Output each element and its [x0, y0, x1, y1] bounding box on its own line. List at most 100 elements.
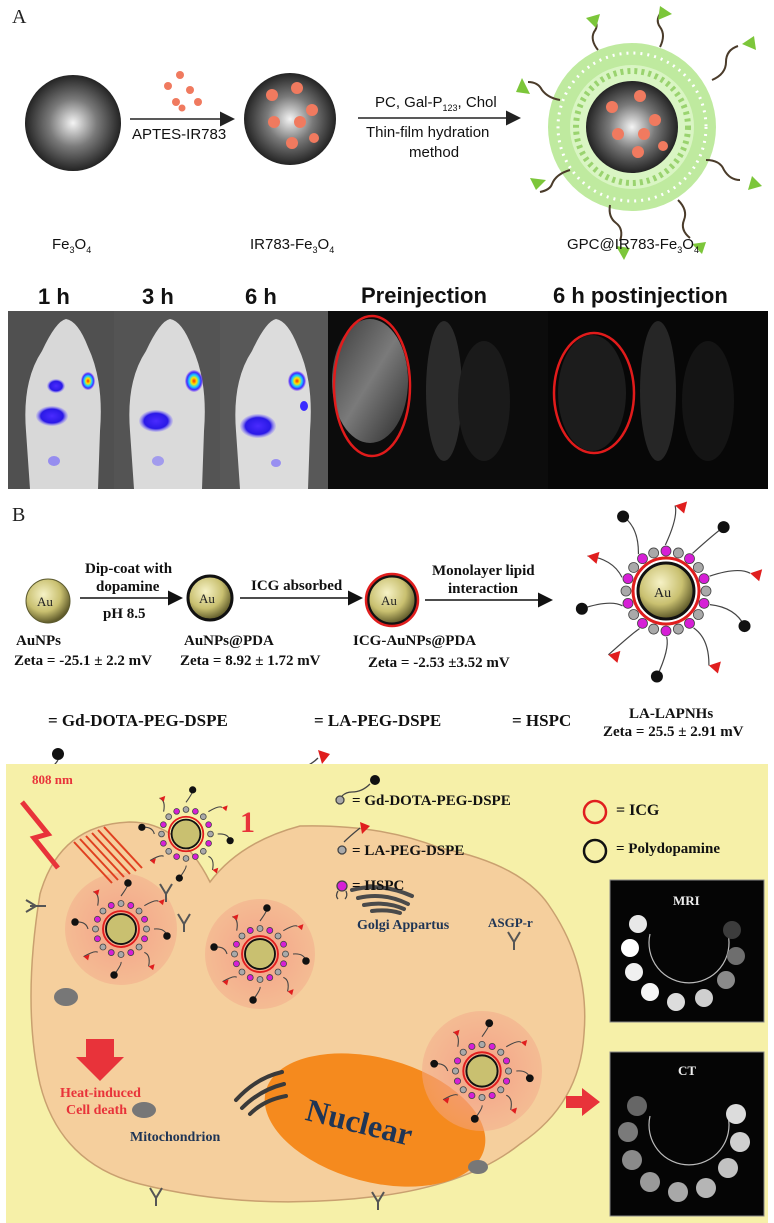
panel-b-letter: B — [12, 504, 26, 526]
mri-panel-post — [548, 311, 768, 489]
mri-inset-label: MRI — [673, 893, 700, 908]
au-label-2: Au — [199, 591, 215, 606]
particle-internal-2 — [210, 904, 310, 1004]
scene-leg-gd-text: Gd-DOTA-PEG-DSPE — [364, 793, 511, 809]
label-ir-s1: 3 — [312, 245, 318, 255]
step1-bottom: pH 8.5 — [103, 606, 146, 622]
tumor-circle-post — [552, 331, 636, 455]
output-arrow — [566, 1088, 600, 1116]
golgi-label: Golgi Appartus — [357, 918, 450, 933]
la-lapnh-particle: Au — [575, 501, 763, 683]
mri-panel-pre — [328, 311, 548, 489]
tumor-circle-pre — [332, 314, 412, 458]
mri-pre-label: Preinjection — [361, 283, 487, 308]
np2-zeta: Zeta = 8.92 ± 1.72 mV — [180, 653, 321, 669]
imaging-strip — [8, 311, 768, 489]
np1-name: AuNPs — [16, 633, 62, 649]
arrow2-reagent-top: PC, Gal-P123, Chol — [375, 94, 497, 113]
np2-name: AuNPs@PDA — [184, 633, 274, 649]
asgp-receptors — [25, 883, 521, 1210]
scene-legend-hspc-icon — [335, 880, 348, 900]
mito-label: Mitochondrion — [130, 1130, 221, 1145]
mito-3 — [468, 1160, 488, 1174]
laser-bolt — [20, 800, 60, 870]
label-fe3o4-b: O — [74, 236, 87, 253]
label-fe3o4: Fe3O4 — [52, 236, 91, 255]
time-label-3h: 3 h — [142, 284, 174, 309]
au-label-3: Au — [381, 593, 397, 608]
step1-top1: Dip-coat with — [85, 561, 173, 577]
label-gpc: GPC@IR783-Fe3O4 — [567, 236, 699, 255]
mito-1 — [54, 988, 78, 1006]
mouse-panel-6h — [220, 311, 328, 489]
scene-leg-la: = LA-PEG-DSPE — [352, 843, 465, 859]
np3-zeta: Zeta = -2.53 ±3.52 mV — [368, 655, 510, 671]
label-fe3o4-s2: 4 — [86, 245, 92, 255]
step3-top1: Monolayer lipid — [432, 563, 535, 579]
np4-zeta: Zeta = 25.5 ± 2.91 mV — [603, 724, 744, 740]
legend-la-icon — [297, 750, 330, 768]
particle-outside — [138, 786, 234, 882]
heat-arrow — [76, 1039, 124, 1081]
mri-post-label: 6 h postinjection — [553, 283, 728, 308]
icg-legend-ring — [582, 799, 608, 825]
golgi — [350, 885, 414, 915]
golgi-small — [234, 1070, 288, 1116]
label-ir-a: IR783-Fe — [250, 236, 313, 253]
label-ir-s2: 4 — [329, 245, 335, 255]
panel-a-letter: A — [12, 6, 27, 28]
arrow2-reagent-top-a: PC, Gal-P — [375, 94, 443, 111]
scene-leg-gd: = Gd-DOTA-PEG-DSPE — [352, 793, 511, 809]
time-label-1h: 1 h — [38, 284, 70, 309]
np1-zeta: Zeta = -25.1 ± 2.2 mV — [14, 653, 153, 669]
scene-leg-hspc: = HSPC — [352, 878, 405, 894]
legend-gd-text: = Gd-DOTA-PEG-DSPE — [48, 711, 228, 730]
label-gpc-s2: 4 — [693, 245, 699, 255]
laser-label: 808 nm — [32, 772, 73, 787]
step1-top2: dopamine — [96, 579, 160, 595]
pda-legend-ring — [582, 838, 608, 864]
label-ir783-fe3o4: IR783-Fe3O4 — [250, 236, 334, 255]
scene-legend-la-icon — [337, 822, 370, 855]
step3-top2: interaction — [448, 581, 518, 597]
scene-legend-gd-icon — [335, 775, 380, 805]
arrow2-reagent-bottom-1: Thin-film hydration — [366, 124, 490, 141]
laser-beams — [73, 826, 143, 884]
arrow2-reagent-top-b: , Chol — [457, 94, 497, 111]
arrow1-reagent: APTES-IR783 — [132, 126, 227, 143]
scene-leg-pda: = Polydopamine — [616, 841, 720, 857]
panel-b-scheme: Au Au Au Au — [25, 501, 763, 768]
ct-inset — [609, 1051, 765, 1217]
scene-leg-la-text: LA-PEG-DSPE — [364, 843, 465, 859]
au-label-4: Au — [654, 586, 671, 601]
label-fe3o4-s1: 3 — [69, 245, 75, 255]
cell-scene — [6, 764, 768, 1223]
label-gpc-a: GPC@IR783-Fe — [567, 236, 678, 253]
label-gpc-b: O — [682, 236, 694, 253]
arrow2-reagent-bottom-2: method — [409, 144, 460, 161]
label-fe3o4-a: Fe — [52, 236, 70, 253]
asgpr-label: ASGP-r — [488, 915, 533, 930]
mri-inset — [609, 879, 765, 1023]
gpc-liposome — [548, 43, 716, 211]
scene-leg-icg: = ICG — [616, 802, 660, 819]
arrow2-reagent-top-sub: 123 — [442, 103, 458, 113]
scene-leg-hspc-text: HSPC — [364, 878, 405, 894]
au-label-1: Au — [37, 594, 53, 609]
legend-la-text: = LA-PEG-DSPE — [314, 711, 442, 730]
np3-name: ICG-AuNPs@PDA — [353, 633, 477, 649]
step2-top: ICG absorbed — [251, 578, 343, 594]
np4-name: LA-LAPNHs — [629, 706, 714, 722]
mouse-panel-1h — [8, 311, 114, 489]
label-gpc-s1: 3 — [677, 245, 683, 255]
time-label-6h: 6 h — [245, 284, 277, 309]
mouse-panel-3h — [114, 311, 220, 489]
ir783-fe3o4-particle — [244, 73, 336, 165]
fe3o4-particle — [25, 75, 121, 171]
label-ir-b: O — [317, 236, 330, 253]
particle-number: 1 — [240, 806, 255, 839]
heat-label-2: Cell death — [66, 1103, 128, 1118]
legend-hspc-text: = HSPC — [512, 711, 572, 730]
ir783-dots — [164, 71, 202, 112]
particle-internal-1 — [71, 879, 171, 979]
